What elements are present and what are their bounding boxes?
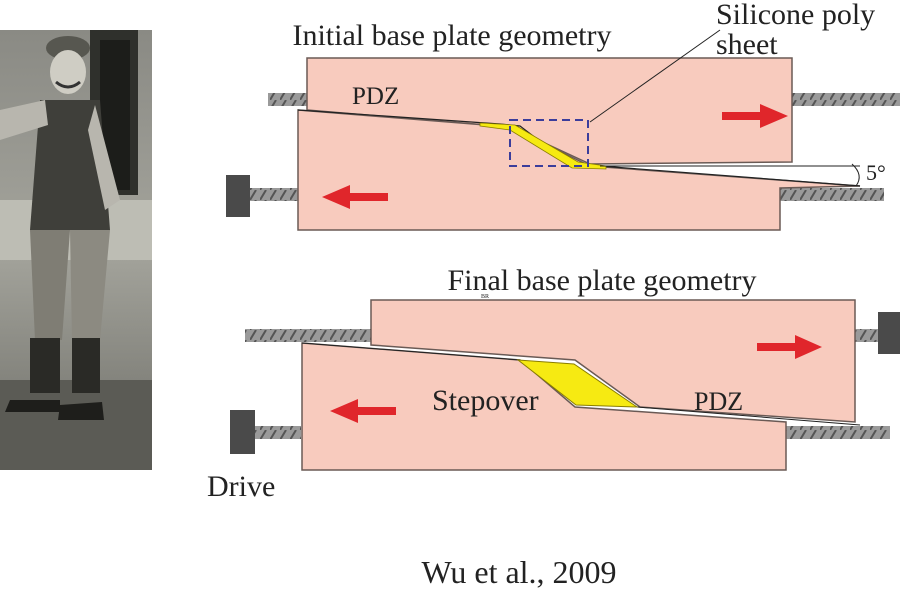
initial-title: Initial base plate geometry — [292, 19, 611, 52]
silicone-label-line2: sheet — [716, 28, 778, 61]
final-title: Final base plate geometry — [447, 264, 756, 297]
initial-geometry: Initial base plate geometry 5° Silicone … — [226, 0, 900, 231]
pdz-label-final: PDZ — [694, 387, 743, 416]
drive-block-final — [230, 410, 255, 454]
rod-upper-right-final — [855, 329, 879, 342]
rod-upper-left — [268, 93, 308, 106]
stepover-label: Stepover — [432, 384, 539, 417]
silicone-leader-line — [589, 29, 721, 123]
pdz-line-final-right — [636, 406, 861, 426]
photo-ground — [0, 380, 152, 470]
rod-lower-left-final — [255, 426, 301, 439]
historical-photo-man-icon — [0, 36, 120, 420]
rod-upper-left-final — [245, 329, 371, 342]
arrow-right-initial — [722, 104, 788, 128]
pdz-line-final-left — [301, 342, 521, 361]
rod-lower-right-final — [786, 426, 890, 439]
rod-upper-right — [792, 93, 900, 106]
pdz-label-initial: PDZ — [352, 83, 399, 110]
historical-photo — [0, 30, 152, 470]
rod-lower-right — [780, 188, 884, 201]
drive-block-upper-right — [878, 312, 900, 354]
rod-lower-left — [250, 188, 298, 201]
drive-block-initial — [226, 175, 250, 217]
small-mark: BR — [481, 294, 489, 300]
arrow-right-final — [757, 335, 822, 359]
drive-label: Drive — [207, 470, 275, 503]
stepover-region — [516, 359, 639, 408]
angle-label: 5° — [866, 160, 886, 185]
arrow-left-initial — [322, 185, 388, 209]
arrow-left-final — [330, 399, 396, 423]
silicone-sheet — [479, 122, 607, 170]
silicone-label-line1: Silicone poly — [716, 0, 875, 31]
dashed-inset-box — [509, 119, 589, 167]
angle-arc — [851, 163, 860, 187]
final-geometry: Final base plate geometry BR Stepover PD… — [207, 264, 900, 503]
citation: Wu et al., 2009 — [421, 554, 616, 590]
